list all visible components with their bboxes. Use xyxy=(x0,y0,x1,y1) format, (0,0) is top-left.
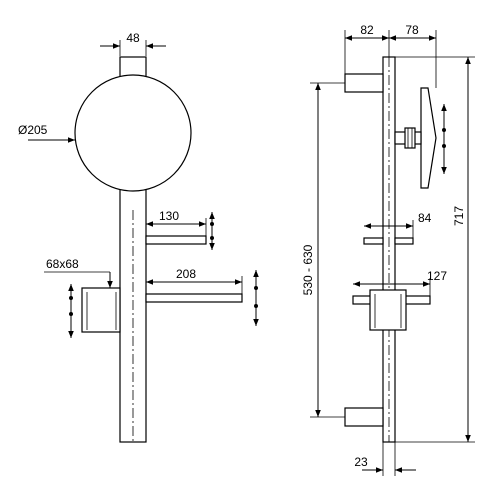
short-shelf xyxy=(145,235,207,245)
dim-total-height: 717 xyxy=(452,206,466,226)
dim-side-cup-depth: 127 xyxy=(427,269,447,283)
adjust-arrow-long-shelf xyxy=(253,270,259,326)
bottom-wall-bracket xyxy=(344,407,384,427)
dim-side-short-shelf: 84 xyxy=(418,211,432,225)
front-view: 48 Ø205 130 208 68x68 xyxy=(18,31,259,443)
round-mirror xyxy=(74,74,192,192)
long-shelf xyxy=(145,293,243,303)
dim-long-shelf: 208 xyxy=(176,267,196,281)
dim-mirror-depth: 78 xyxy=(405,23,419,37)
dim-bar-width: 48 xyxy=(126,31,140,45)
cup-holder-side xyxy=(352,289,431,331)
adjust-arrow-short-shelf xyxy=(209,212,215,250)
dim-short-shelf: 130 xyxy=(159,209,179,223)
dim-top-offset: 82 xyxy=(360,23,374,37)
dim-mirror-diameter: Ø205 xyxy=(18,123,48,137)
short-shelf-side xyxy=(363,237,414,245)
mirror-side-profile xyxy=(394,87,437,189)
dim-height-range: 530 - 630 xyxy=(301,244,315,295)
adjust-arrow-mirror-tilt xyxy=(441,104,447,174)
side-view: 82 78 84 127 530 - 630 717 23 xyxy=(301,23,475,476)
dim-cup-size: 68x68 xyxy=(46,257,79,271)
adjust-arrow-cup-holder xyxy=(68,284,74,338)
top-wall-bracket xyxy=(344,73,384,93)
dim-bar-depth: 23 xyxy=(354,455,368,469)
cup-holder xyxy=(81,287,121,333)
